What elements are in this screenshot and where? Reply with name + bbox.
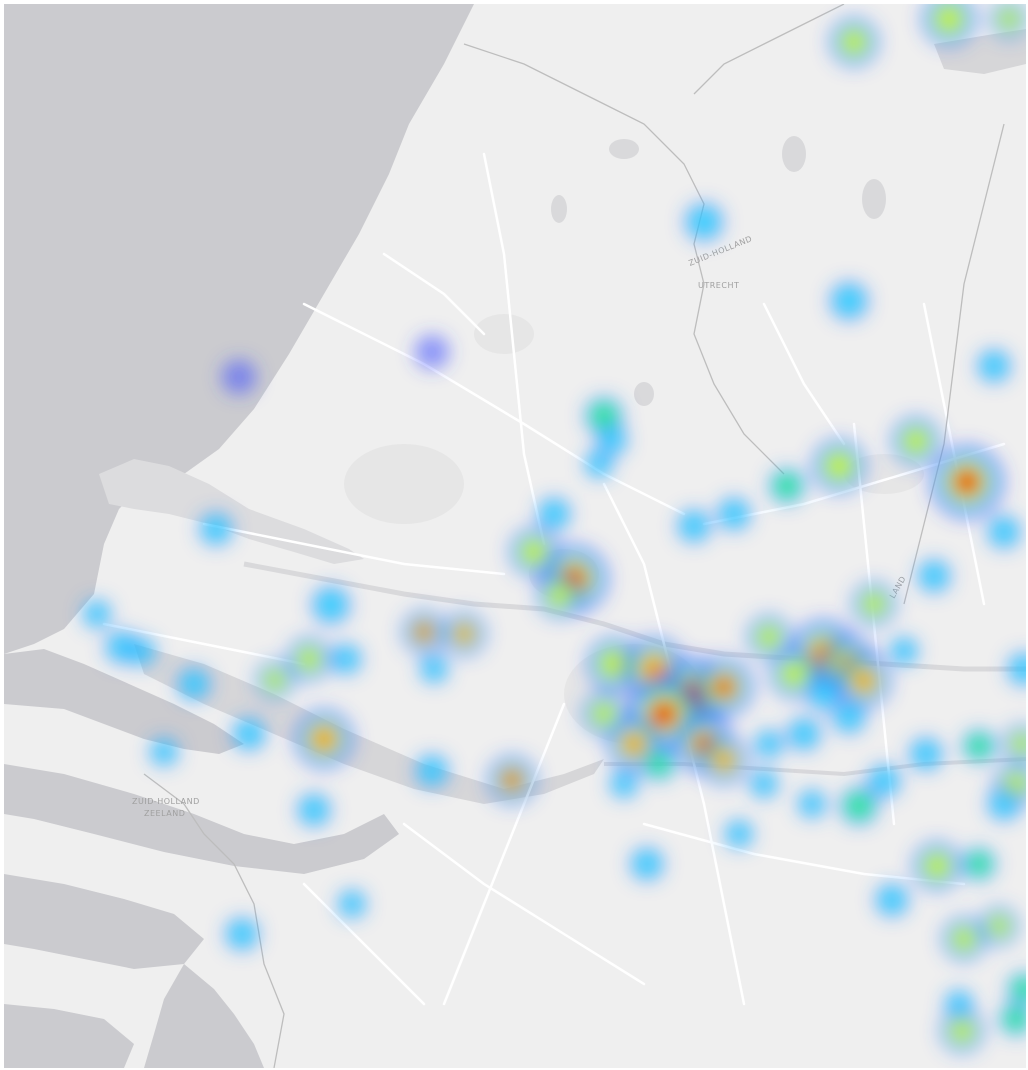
heat-hotspot <box>153 741 175 763</box>
heat-hotspot <box>968 735 990 757</box>
heat-hotspot <box>588 453 610 475</box>
heat-hotspot <box>758 733 780 755</box>
western-scheldt <box>4 1004 134 1068</box>
heat-hotspot <box>504 772 520 788</box>
heat-hotspot <box>999 9 1019 29</box>
heat-hotspot <box>791 721 817 747</box>
heat-hotspot <box>913 741 939 767</box>
heat-hotspot <box>648 753 670 775</box>
heat-hotspot <box>1011 656 1026 682</box>
heat-hotspot <box>334 647 358 671</box>
heat-hotspot <box>728 823 750 845</box>
oosterschelde <box>4 874 204 969</box>
heat-hotspot <box>312 727 336 751</box>
heatmap-map[interactable]: ZUID-HOLLAND UTRECHT ZUID-HOLLAND ZEELAN… <box>4 4 1026 1068</box>
heat-hotspot <box>924 853 950 879</box>
heat-hotspot <box>903 428 929 454</box>
heat-hotspot <box>775 474 799 498</box>
heat-hotspot <box>801 793 823 815</box>
heat-hotspot <box>950 1019 974 1043</box>
heat-hotspot <box>836 704 862 730</box>
label-zuid-holland-zeeland: ZUID-HOLLAND <box>132 797 200 806</box>
heat-hotspot <box>753 773 775 795</box>
heat-hotspot <box>879 887 905 913</box>
river-nieuwe-maas <box>243 561 1026 672</box>
heat-hotspot <box>221 359 257 395</box>
heatmap-layer <box>82 4 1026 1054</box>
lake <box>551 195 567 223</box>
heat-hotspot <box>781 661 807 687</box>
heat-hotspot <box>623 733 645 755</box>
heat-hotspot <box>600 428 624 452</box>
heat-hotspot <box>521 539 547 565</box>
heat-hotspot <box>811 681 837 707</box>
heat-hotspot <box>419 758 445 784</box>
heat-hotspot <box>955 470 979 494</box>
heat-hotspot <box>835 287 863 315</box>
lake <box>862 179 886 219</box>
heat-hotspot <box>297 647 321 671</box>
heat-hotspot <box>547 584 571 608</box>
heat-hotspot <box>893 640 915 662</box>
heat-hotspot <box>841 29 867 55</box>
map-canvas[interactable]: ZUID-HOLLAND UTRECHT ZUID-HOLLAND ZEELAN… <box>4 4 1026 1068</box>
heat-hotspot <box>181 671 207 697</box>
heat-hotspot <box>862 592 886 616</box>
heat-hotspot <box>414 334 450 370</box>
heat-hotspot <box>757 625 781 649</box>
haringvliet <box>4 649 244 754</box>
heat-hotspot <box>981 353 1007 379</box>
heat-hotspot <box>935 5 963 33</box>
heat-hotspot <box>948 993 970 1015</box>
heat-hotspot <box>592 404 616 428</box>
heat-hotspot <box>989 916 1009 936</box>
heat-hotspot <box>921 563 947 589</box>
heat-hotspot <box>341 893 363 915</box>
heat-hotspot <box>86 603 108 625</box>
volkerak <box>144 964 264 1068</box>
heat-hotspot <box>968 853 990 875</box>
heat-hotspot <box>634 851 660 877</box>
heat-hotspot <box>641 656 667 682</box>
grevelingen <box>4 764 399 874</box>
heat-hotspot <box>721 501 747 527</box>
heat-hotspot <box>991 519 1017 545</box>
heat-hotspot <box>952 927 976 951</box>
label-utrecht: UTRECHT <box>698 281 739 290</box>
lake <box>609 139 639 159</box>
heat-hotspot <box>1005 1008 1026 1030</box>
heat-hotspot <box>236 721 262 747</box>
heat-hotspot <box>455 625 473 643</box>
heat-hotspot <box>681 513 707 539</box>
heat-hotspot <box>714 750 734 770</box>
heat-hotspot <box>847 794 871 818</box>
heat-hotspot <box>600 650 628 678</box>
hollands-diep <box>134 644 604 804</box>
heat-hotspot <box>301 797 327 823</box>
heat-hotspot <box>1013 978 1026 1000</box>
heat-hotspot <box>592 702 616 726</box>
heat-hotspot <box>1012 734 1026 754</box>
label-zeeland: ZEELAND <box>144 809 185 818</box>
heat-hotspot <box>131 641 153 663</box>
heat-hotspot <box>417 625 431 639</box>
heat-hotspot <box>871 768 897 794</box>
heat-hotspot <box>991 791 1017 817</box>
heat-hotspot <box>853 670 875 692</box>
heat-hotspot <box>613 773 635 795</box>
heat-hotspot <box>203 516 229 542</box>
heat-hotspot <box>317 591 345 619</box>
lake <box>634 382 654 406</box>
heat-hotspot <box>423 658 445 680</box>
heat-hotspot <box>265 670 285 690</box>
lake <box>782 136 806 172</box>
heat-hotspot <box>229 921 255 947</box>
heat-hotspot <box>715 678 733 696</box>
heat-hotspot <box>825 452 853 480</box>
port-area <box>99 459 364 564</box>
heat-hotspot <box>690 208 718 236</box>
heat-hotspot <box>652 702 676 726</box>
heat-hotspot <box>541 501 567 527</box>
